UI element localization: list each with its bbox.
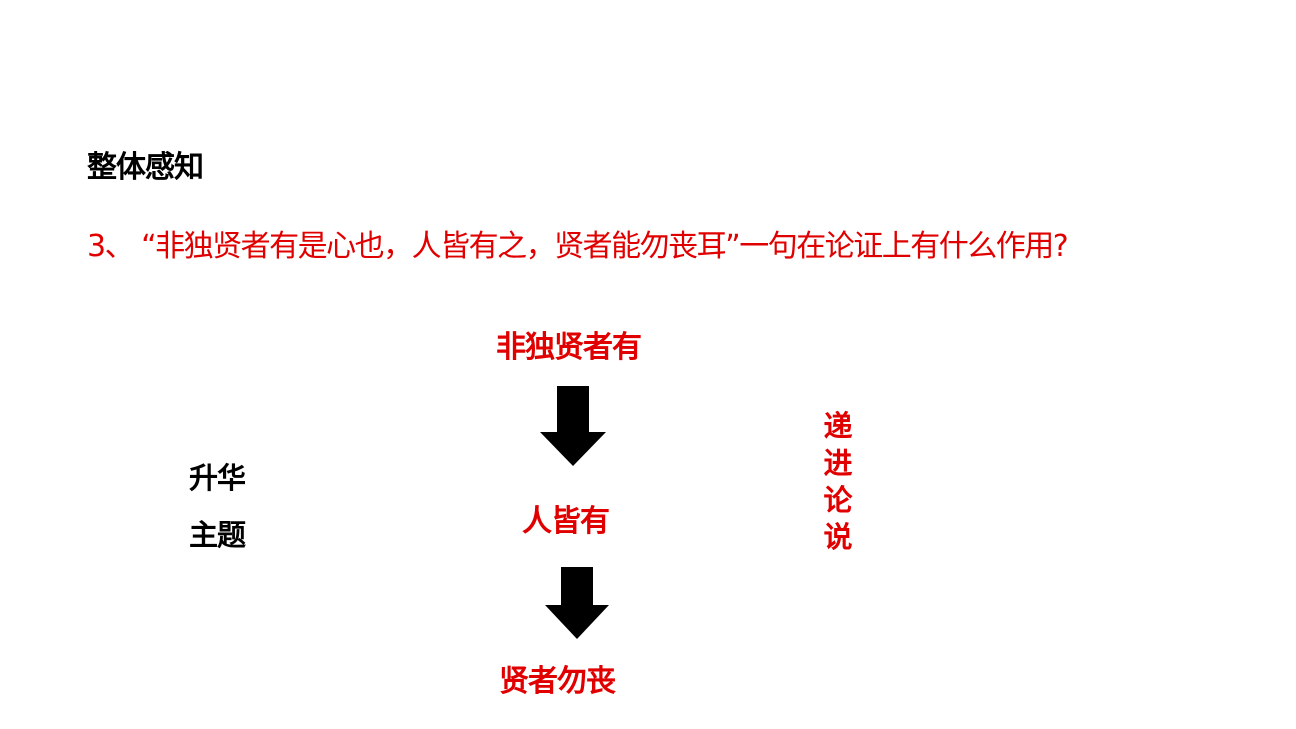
vertical-label-progressive-argument: 递进论说 <box>823 409 853 554</box>
section-title: 整体感知 <box>87 150 204 185</box>
question-text: 3、 “非独贤者有是心也，人皆有之，贤者能勿丧耳”一句在论证上有什么作用? <box>87 229 1069 264</box>
side-label-sublimate: 升华 <box>189 461 246 495</box>
flow-node-not-only-sages: 非独贤者有 <box>496 330 642 365</box>
down-arrow-icon <box>540 386 606 466</box>
flow-node-everyone-has: 人皆有 <box>522 504 610 539</box>
side-label-theme: 主题 <box>189 518 246 552</box>
down-arrow-icon <box>545 567 609 639</box>
flow-node-sages-do-not-lose: 贤者勿丧 <box>499 664 616 699</box>
